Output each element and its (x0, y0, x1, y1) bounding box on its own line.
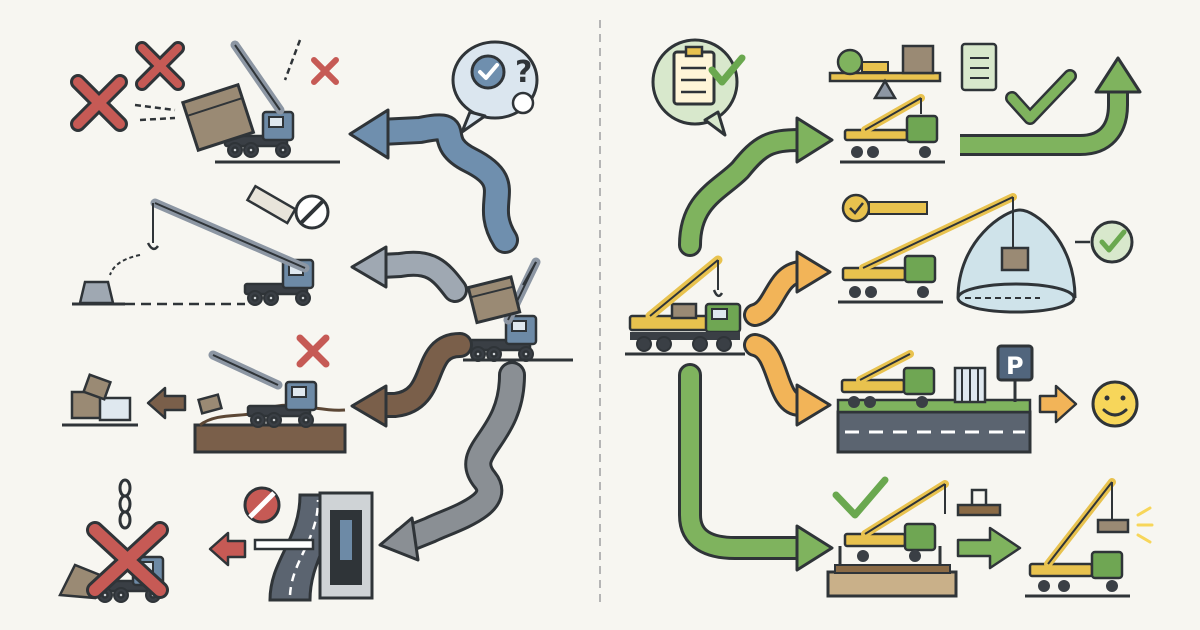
red-cross-icon (70, 74, 128, 132)
outrigger-scene (826, 476, 1154, 598)
ruler-icon (245, 184, 297, 225)
red-cross-icon (311, 57, 339, 85)
safety-dome-icon (956, 208, 1077, 314)
arrow-to-parking (743, 333, 832, 427)
arrow-left-red (208, 531, 247, 567)
smiley-icon (1091, 380, 1139, 428)
red-cross-icon (296, 334, 330, 368)
arrow-to-outrigger (678, 363, 834, 572)
parking-sign-icon: P (996, 344, 1034, 402)
question-mark: ? (515, 55, 532, 90)
parking-letter: P (1006, 352, 1024, 380)
clipboard-check-icon (960, 42, 998, 92)
weigh-check-scene (828, 42, 1142, 164)
unstable-ground-scene (62, 334, 347, 454)
tape-measure-icon (841, 193, 928, 223)
arrow-to-road-blocked (378, 361, 526, 562)
chain-hook-icon (118, 478, 132, 530)
arrow-to-unstable-ground (350, 332, 473, 428)
gate-icon (953, 366, 987, 404)
parking-scene: P (836, 344, 1139, 454)
clipboard-check-icon (651, 38, 746, 137)
arrow-to-overreach (350, 245, 468, 303)
red-cross-icon (135, 41, 185, 91)
tipping-box-icon (466, 275, 522, 325)
arrow-left-brown (146, 386, 187, 420)
question-bubble-icon: ? (451, 40, 539, 134)
arrow-to-tipping (348, 108, 519, 254)
radius-check-scene (838, 193, 1134, 314)
stop-sign-icon (243, 486, 281, 524)
outrigger-pad-icon (826, 564, 958, 598)
arrow-right-orange (1038, 384, 1078, 424)
tipping-scene (70, 39, 340, 164)
road-blocked-scene (58, 478, 374, 604)
scale-balance-icon (828, 44, 942, 100)
no-entry-icon (294, 194, 330, 230)
tipping-box-icon (180, 82, 256, 153)
lifted-load-icon (956, 488, 1002, 517)
arrow-right-green (956, 526, 1022, 570)
central-safe-truck (625, 255, 745, 356)
central-hazard-truck (463, 257, 573, 363)
check-circle-icon (1090, 220, 1134, 264)
arrow-to-weigh-check (678, 116, 834, 257)
overreach-scene (72, 184, 330, 307)
collapsed-rubble-icon (62, 373, 138, 427)
red-cross-icon (86, 521, 169, 599)
arrow-to-radius-check (743, 250, 832, 327)
